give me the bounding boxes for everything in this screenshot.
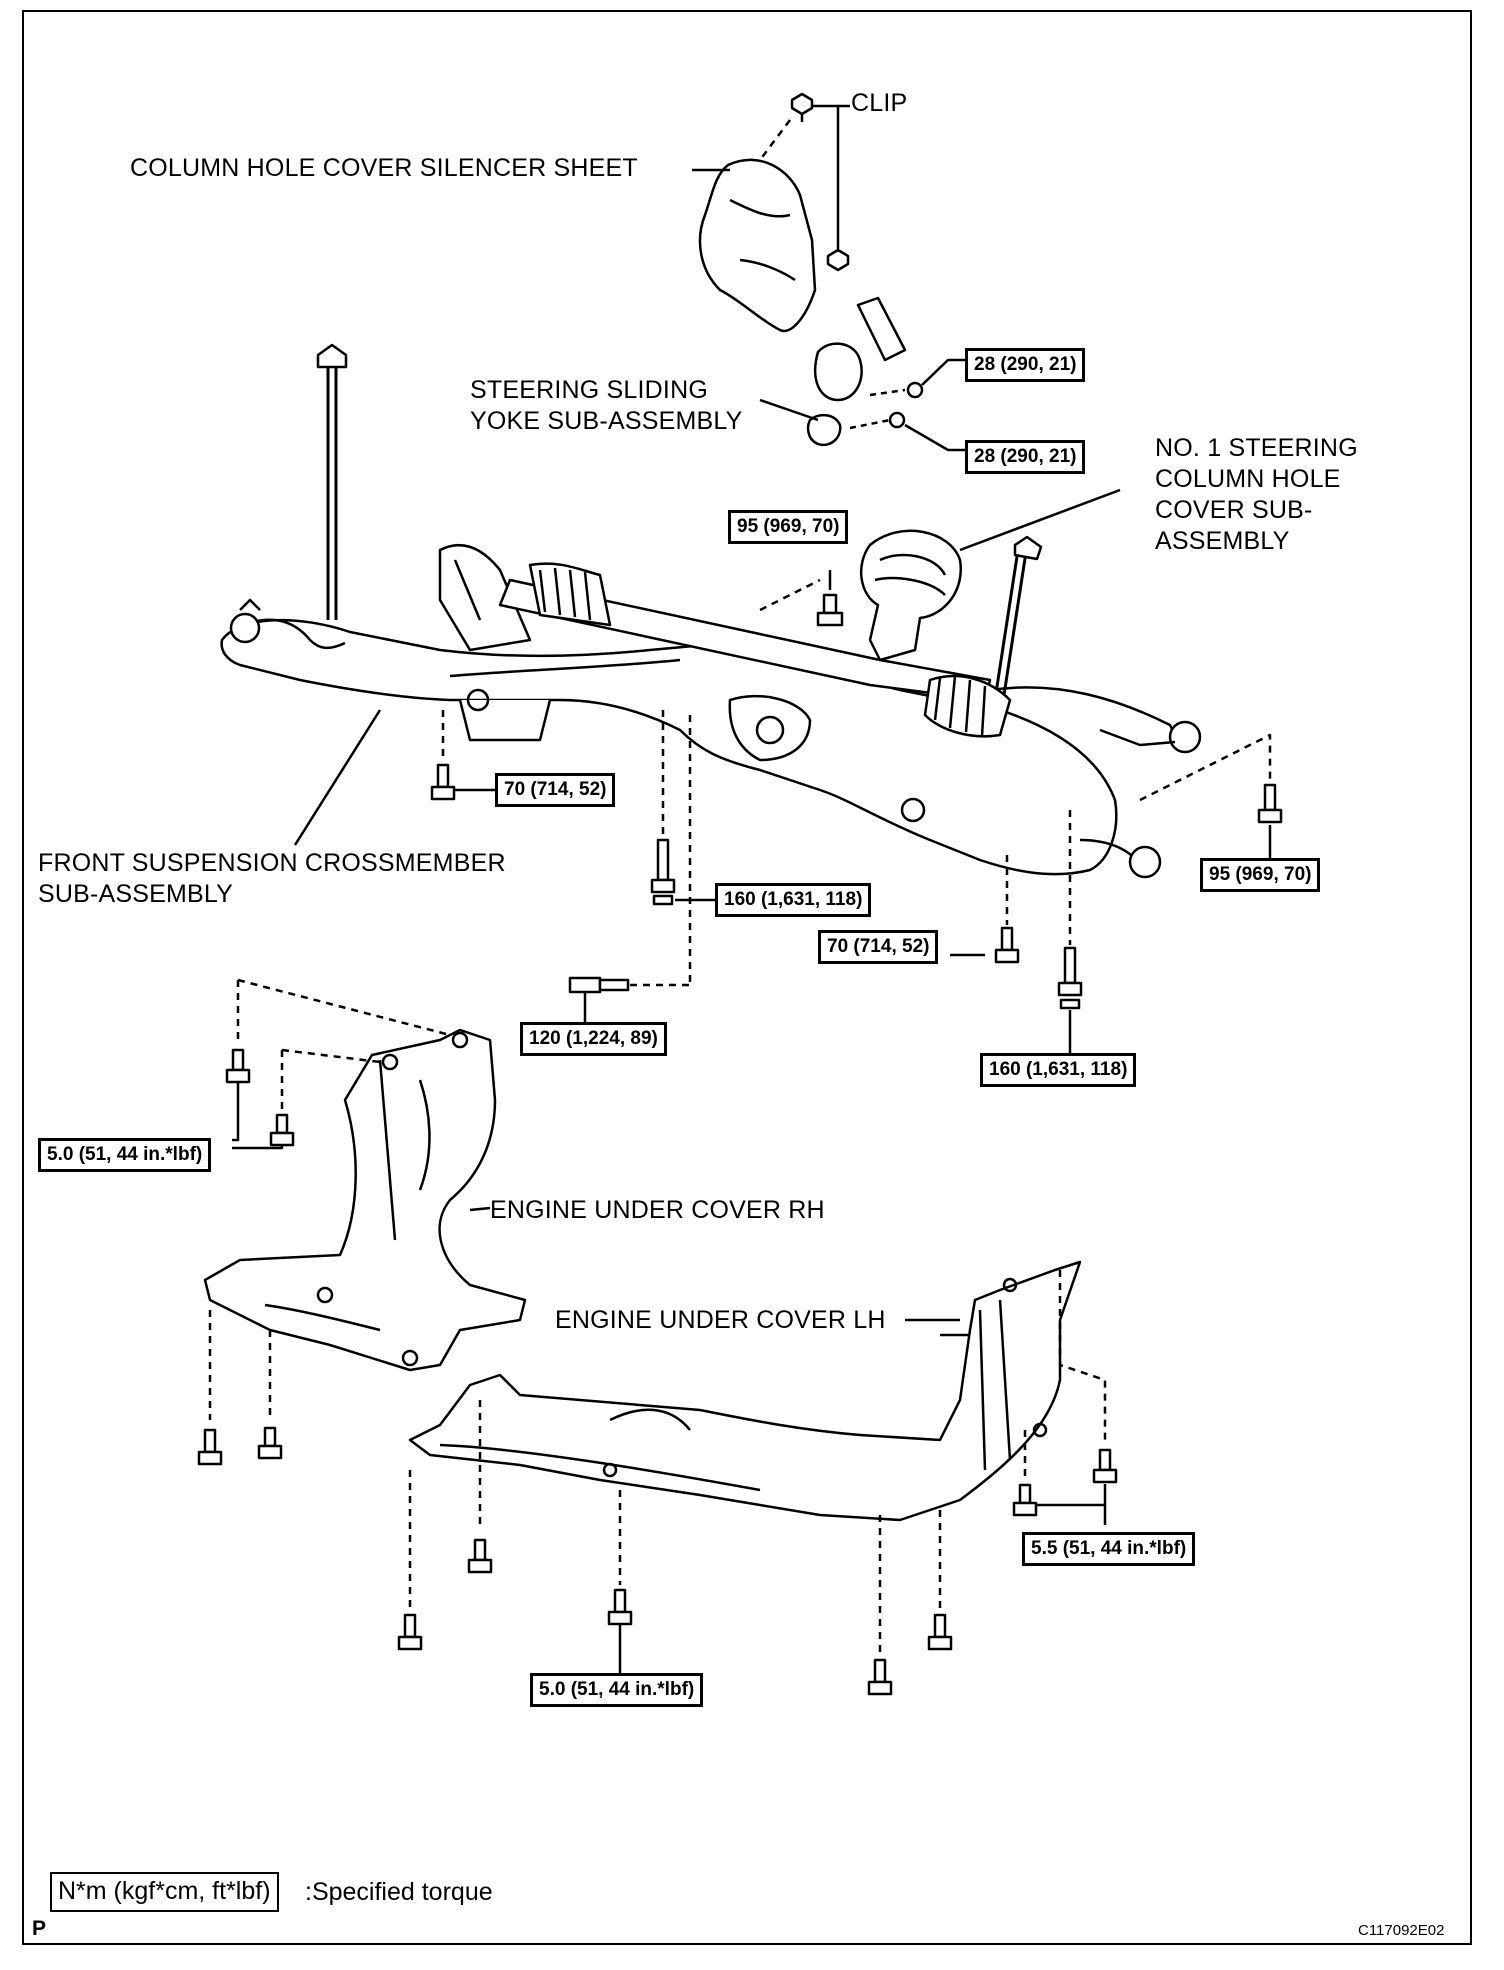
torque-box-under-cover-rh: 5.0 (51, 44 in.*lbf): [38, 1138, 212, 1172]
lh-bolt-4: [397, 1613, 423, 1651]
bolt-95-right: [1257, 783, 1283, 824]
bolt-120: [568, 976, 630, 994]
torque-box-yoke-lower: 28 (290, 21): [965, 440, 1086, 474]
under-cover-lh: [408, 1260, 1082, 1522]
legend-unit-box: N*m (kgf*cm, ft*lbf): [50, 1872, 279, 1912]
rh-bolt-3: [197, 1428, 223, 1466]
lh-bolt-5: [607, 1588, 633, 1626]
under-cover-rh-label: ENGINE UNDER COVER RH: [490, 1196, 825, 1224]
torque-box-crossmember-left: 70 (714, 52): [495, 773, 616, 807]
bolt-70-left: [430, 763, 456, 801]
bolt-70-right: [994, 926, 1020, 964]
crossmember-label: FRONT SUSPENSION CROSSMEMBER SUB-ASSEMBL…: [38, 849, 506, 908]
clip-lower: [826, 248, 850, 272]
lh-bolt-3: [467, 1538, 493, 1574]
column-hole-cover-label: NO. 1 STEERING COLUMN HOLE COVER SUB- AS…: [1155, 434, 1358, 555]
silencer-sheet: [698, 158, 817, 333]
lh-bolt-7: [867, 1658, 893, 1696]
clip-label: CLIP: [851, 89, 908, 117]
figure-code: C117092E02: [1358, 1922, 1445, 1939]
torque-box-stabilizer-right: 95 (969, 70): [1200, 858, 1321, 892]
under-cover-rh: [203, 1028, 527, 1372]
under-cover-lh-label: ENGINE UNDER COVER LH: [555, 1306, 886, 1334]
torque-box-under-cover-lh: 5.5 (51, 44 in.*lbf): [1022, 1532, 1196, 1566]
torque-box-rear-bolt: 120 (1,224, 89): [520, 1022, 667, 1056]
torque-box-under-cover-bottom: 5.0 (51, 44 in.*lbf): [530, 1673, 704, 1707]
rh-bolt-2: [269, 1113, 295, 1147]
rh-bolt-1: [225, 1048, 251, 1084]
page-letter: P: [32, 1917, 47, 1940]
torque-box-crossmember-right: 160 (1,631, 118): [980, 1053, 1137, 1087]
yoke-bolt-upper: [906, 381, 924, 399]
torque-box-yoke-upper: 28 (290, 21): [965, 348, 1086, 382]
lh-bolt-2: [1012, 1483, 1038, 1517]
lh-bolt-1: [1092, 1448, 1118, 1484]
bolt-160-center: [650, 838, 676, 906]
clip-upper: [790, 92, 814, 122]
diagram-frame: [22, 10, 1472, 1945]
yoke-bolt-lower: [888, 411, 906, 429]
sliding-yoke-label: STEERING SLIDING YOKE SUB-ASSEMBLY: [470, 376, 743, 435]
column-cover-boot: [859, 529, 963, 662]
legend-text: :Specified torque: [305, 1878, 493, 1906]
silencer-sheet-label: COLUMN HOLE COVER SILENCER SHEET: [130, 154, 638, 182]
torque-box-crossmember-center: 160 (1,631, 118): [715, 883, 872, 917]
column-bolt: [816, 593, 844, 627]
torque-box-column-bolt: 95 (969, 70): [728, 510, 849, 544]
rh-bolt-4: [257, 1426, 283, 1460]
lh-bolt-6: [927, 1613, 953, 1651]
bolt-160-right: [1057, 946, 1083, 1010]
torque-box-crossmember-right-center: 70 (714, 52): [818, 930, 939, 964]
